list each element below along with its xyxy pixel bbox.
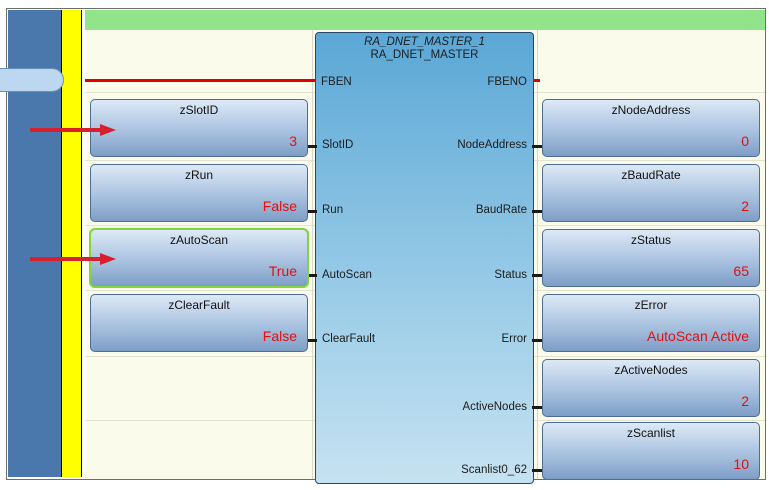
var-name: zClearFault: [168, 298, 230, 312]
output-var-status[interactable]: zStatus 65: [542, 229, 760, 287]
var-name: zError: [634, 298, 668, 312]
fb-input-pin-slotid: SlotID: [322, 139, 354, 151]
var-value: 2: [741, 198, 749, 214]
var-value: 2: [741, 393, 749, 409]
var-value: AutoScan Active: [647, 328, 749, 344]
fb-instance-name: RA_DNET_MASTER_1: [364, 36, 485, 48]
fb-type-name: RA_DNET_MASTER: [370, 49, 479, 61]
power-flow-line-out: [532, 79, 540, 82]
var-name: zScanlist: [626, 426, 676, 440]
pin-connector: [307, 339, 317, 342]
var-name: zRun: [184, 168, 213, 182]
fb-input-pin-autoscan: AutoScan: [322, 269, 372, 281]
rung-connector[interactable]: [0, 68, 64, 92]
annotation-arrow-icon: [30, 124, 116, 136]
pin-connector: [532, 210, 542, 213]
var-name: zBaudRate: [621, 168, 681, 182]
var-value: 65: [733, 263, 749, 279]
fb-output-pin-status: Status: [494, 269, 527, 281]
var-name: zAutoScan: [169, 233, 229, 247]
pin-connector: [532, 469, 542, 472]
pin-connector: [532, 406, 542, 409]
output-var-error[interactable]: zError AutoScan Active: [542, 294, 760, 352]
var-name: zSlotID: [179, 103, 219, 117]
input-var-slotid[interactable]: zSlotID 3: [90, 99, 308, 157]
pin-connector: [532, 145, 542, 148]
var-value: True: [268, 263, 297, 279]
var-name: zActiveNodes: [614, 363, 688, 377]
left-power-rail: [61, 10, 82, 477]
var-value: 10: [733, 456, 749, 472]
power-flow-line: [85, 79, 315, 82]
var-name: zNodeAddress: [611, 103, 691, 117]
function-block[interactable]: RA_DNET_MASTER_1 RA_DNET_MASTER FBEN FBE…: [315, 32, 534, 484]
grid-line: [312, 30, 313, 479]
var-value: 3: [289, 133, 297, 149]
annotation-arrow-icon: [30, 253, 116, 265]
output-var-scanlist[interactable]: zScanlist 10: [542, 422, 760, 480]
pin-connector: [307, 274, 317, 277]
pin-connector: [307, 145, 317, 148]
output-var-activenodes[interactable]: zActiveNodes 2: [542, 359, 760, 417]
fb-output-pin-nodeaddress: NodeAddress: [457, 139, 527, 151]
pin-connector: [532, 339, 542, 342]
var-value: False: [262, 328, 297, 344]
fb-enable-out-pin: FBENO: [487, 76, 527, 88]
output-var-nodeaddress[interactable]: zNodeAddress 0: [542, 99, 760, 157]
fb-enable-in-pin: FBEN: [321, 76, 352, 88]
pin-connector: [307, 210, 317, 213]
pin-connector: [532, 274, 542, 277]
var-value: False: [262, 198, 297, 214]
fb-output-pin-error: Error: [501, 333, 527, 345]
rung-header-bar: [85, 10, 765, 30]
fb-output-pin-scanlist: Scanlist0_62: [461, 464, 527, 476]
var-value: 0: [741, 133, 749, 149]
fb-output-pin-baudrate: BaudRate: [475, 204, 527, 216]
input-var-clearfault[interactable]: zClearFault False: [90, 294, 308, 352]
fb-input-pin-run: Run: [322, 204, 344, 216]
var-name: zStatus: [630, 233, 672, 247]
input-var-autoscan[interactable]: zAutoScan True: [89, 228, 309, 288]
fb-input-pin-clearfault: ClearFault: [322, 333, 376, 345]
grid-line: [537, 30, 538, 479]
output-var-baudrate[interactable]: zBaudRate 2: [542, 164, 760, 222]
fb-output-pin-activenodes: ActiveNodes: [462, 401, 527, 413]
input-var-run[interactable]: zRun False: [90, 164, 308, 222]
